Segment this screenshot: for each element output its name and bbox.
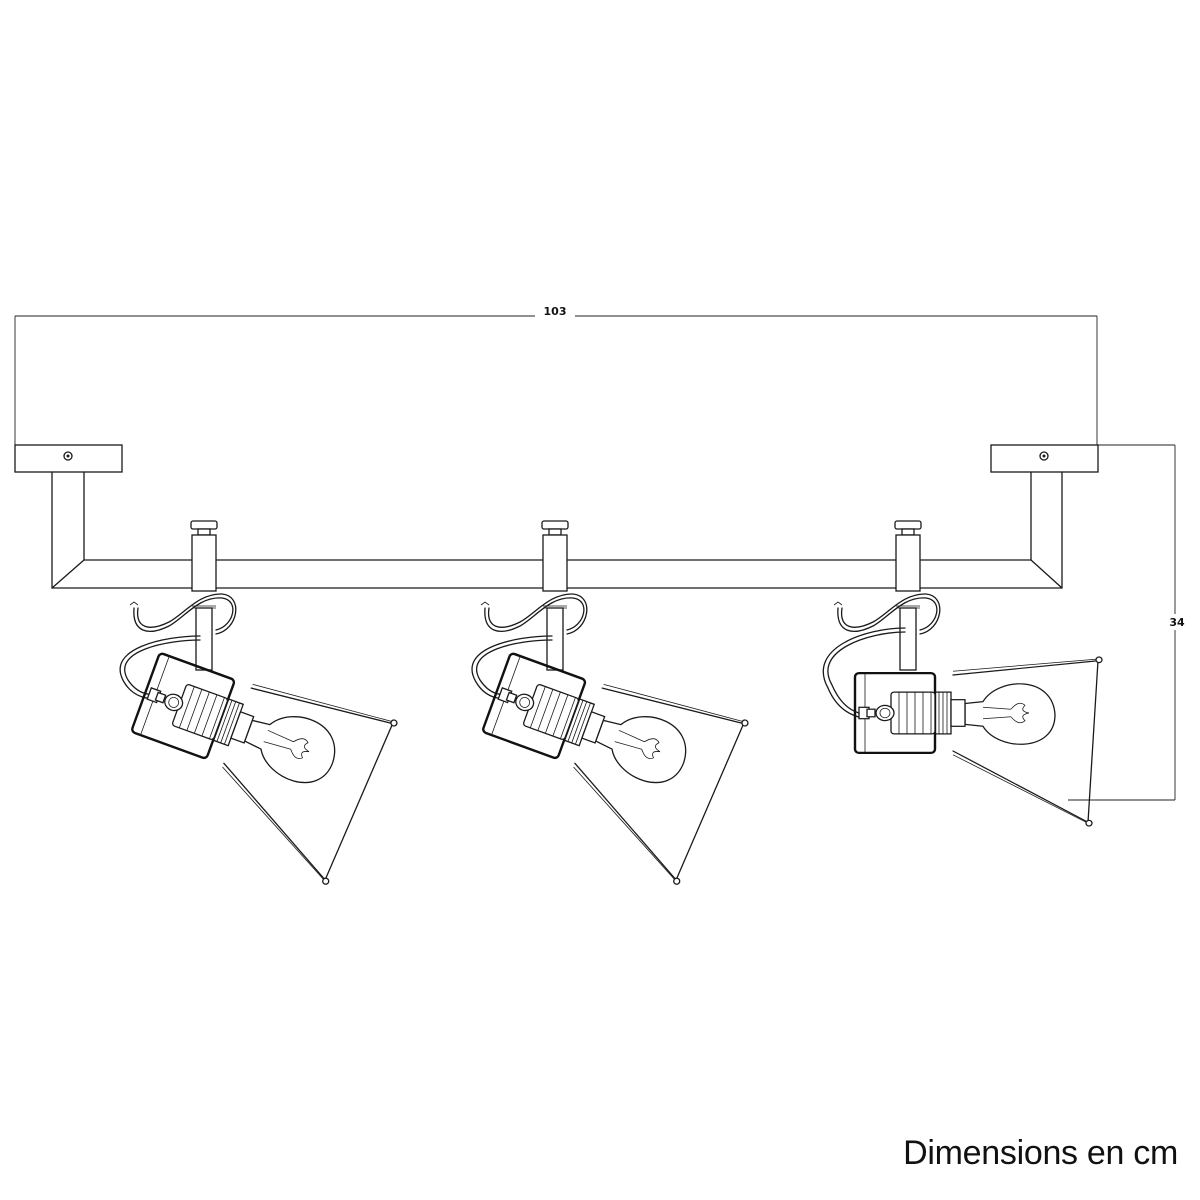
width-dimension: 103 [14, 305, 1098, 445]
width-dimension-label: 103 [544, 305, 567, 318]
height-dimension-label: 34 [1169, 616, 1185, 629]
height-dimension: 34 [1068, 444, 1188, 801]
spotlight-left [103, 520, 399, 890]
dimensions-caption: Dimensions en cm [903, 1134, 1178, 1172]
spotlight-center [454, 520, 750, 890]
ceiling-plate-left [14, 444, 123, 473]
ceiling-plate-right [990, 444, 1099, 473]
spotlight-right [822, 520, 1104, 828]
